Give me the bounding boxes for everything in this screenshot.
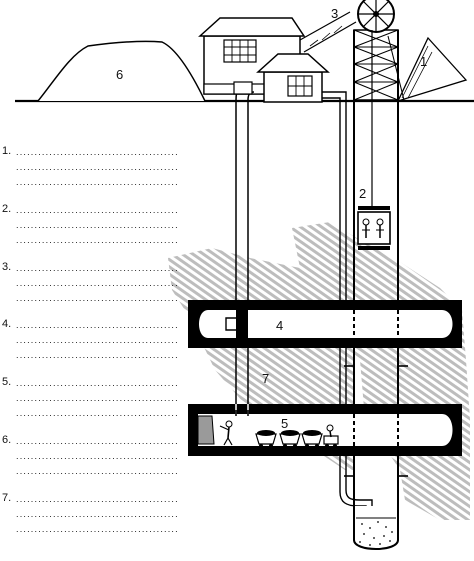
answer-line[interactable]: ........................................… (16, 293, 179, 303)
answer-line[interactable]: ........................................… (16, 350, 179, 360)
answer-number-6: 6. (2, 434, 11, 446)
mine-carts (254, 424, 342, 449)
answer-line[interactable]: ........................................… (16, 235, 179, 245)
answer-item-3: 3. .....................................… (2, 261, 179, 303)
answer-line[interactable]: ........................................… (16, 509, 179, 519)
spoil-heap (37, 40, 206, 102)
answer-item-1: 1. .....................................… (2, 145, 179, 187)
answer-number-4: 4. (2, 318, 11, 330)
answer-line[interactable]: ........................................… (16, 220, 179, 230)
cable-line (387, 35, 405, 101)
answer-line[interactable]: ........................................… (16, 494, 179, 504)
label-6: 6 (116, 67, 123, 82)
answer-line[interactable]: ........................................… (16, 162, 179, 172)
label-4: 4 (276, 318, 283, 333)
answer-item-5: 5. .....................................… (2, 376, 179, 418)
upper-gallery (188, 300, 462, 348)
answer-number-7: 7. (2, 492, 11, 504)
conveyor-rung (333, 25, 343, 34)
answer-line[interactable]: ........................................… (16, 147, 179, 157)
winding-wheel (357, 0, 395, 33)
slope-hatch-line (407, 51, 433, 99)
answer-item-2: 2. .....................................… (2, 203, 179, 245)
answer-line[interactable]: ........................................… (16, 205, 179, 215)
answer-number-2: 2. (2, 203, 11, 215)
label-7: 7 (262, 371, 269, 386)
answer-line[interactable]: ........................................… (16, 335, 179, 345)
answer-item-7: 7. .....................................… (2, 492, 179, 534)
answer-line[interactable]: ........................................… (16, 378, 179, 388)
label-1: 1 (420, 54, 427, 69)
sump (353, 506, 399, 550)
miner-figure (197, 415, 233, 446)
answer-line[interactable]: ........................................… (16, 320, 179, 330)
answer-line[interactable]: ........................................… (16, 263, 179, 273)
answer-item-6: 6. .....................................… (2, 434, 179, 476)
answer-line[interactable]: ........................................… (16, 466, 179, 476)
conveyor-line (303, 21, 357, 53)
answer-line[interactable]: ........................................… (16, 436, 179, 446)
tipping-slope (396, 36, 468, 103)
conveyor-rung (309, 39, 319, 47)
answer-line[interactable]: ........................................… (16, 524, 179, 534)
ventilation-fan (233, 81, 253, 95)
answer-number-1: 1. (2, 145, 11, 157)
headframe (353, 29, 399, 101)
main-building-roof (198, 17, 306, 37)
answer-list: 1. .....................................… (2, 145, 179, 534)
label-2: 2 (359, 186, 366, 201)
label-5: 5 (281, 416, 288, 431)
headframe-lattice (353, 29, 399, 101)
answer-line[interactable]: ........................................… (16, 278, 179, 288)
conveyor-line (299, 11, 351, 41)
ventilation-pipe (235, 100, 249, 410)
conveyor-rung (321, 32, 331, 41)
answer-line[interactable]: ........................................… (16, 408, 179, 418)
label-3: 3 (331, 6, 338, 21)
answer-line[interactable]: ........................................… (16, 177, 179, 187)
answer-number-5: 5. (2, 376, 11, 388)
lift-cage (357, 206, 391, 250)
small-building-roof (256, 53, 330, 73)
answer-line[interactable]: ........................................… (16, 393, 179, 403)
slope-hatch-line (401, 45, 429, 99)
answer-item-4: 4. .....................................… (2, 318, 179, 360)
answer-line[interactable]: ........................................… (16, 451, 179, 461)
answer-number-3: 3. (2, 261, 11, 273)
lower-gallery (188, 404, 462, 456)
